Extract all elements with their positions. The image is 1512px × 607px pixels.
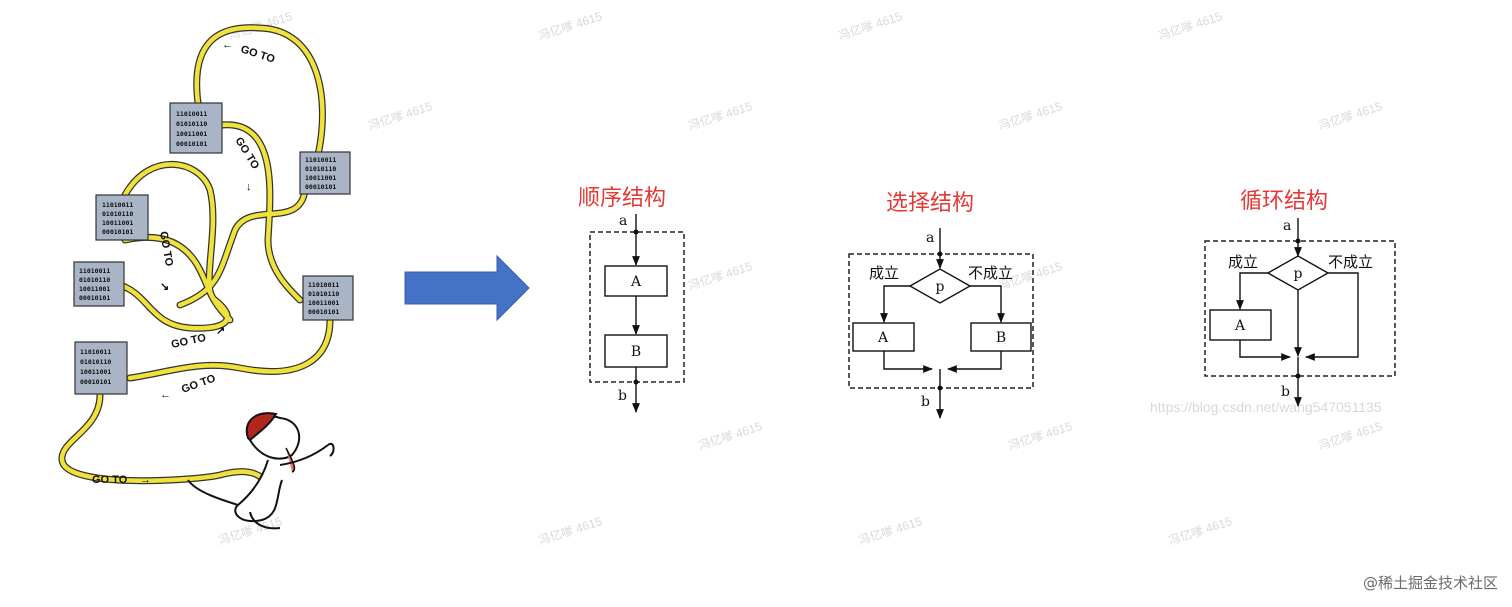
true-branch-label: 成立 (1228, 253, 1258, 271)
goto-label: GO TO (157, 230, 175, 267)
exit-label-b: b (1281, 384, 1290, 400)
binary-line: 10011001 (80, 368, 111, 376)
binary-line: 10011001 (176, 130, 207, 138)
goto-arrow-icon: ↓ (246, 181, 252, 193)
selection-title: 选择结构 (886, 191, 974, 216)
true-branch-label: 成立 (869, 264, 899, 282)
binary-line: 11010011 (176, 110, 207, 118)
watermark: 冯亿嗲 4615 (696, 418, 764, 453)
goto-arrow-icon: ← (160, 389, 171, 401)
box-b-label: B (631, 344, 641, 360)
goto-arrow-icon: ← (222, 39, 233, 51)
binary-chip: 11010011 01010110 10011001 00010101 (95, 194, 149, 241)
entry-label-a: a (619, 213, 627, 229)
running-programmer-icon (187, 412, 335, 530)
watermark: 冯亿嗲 4615 (1006, 418, 1074, 453)
goto-arrow-icon: → (140, 474, 151, 486)
watermark-layer: 冯亿嗲 4615 冯亿嗲 4615 冯亿嗲 4615 冯亿嗲 4615 冯亿嗲 … (216, 8, 1384, 548)
watermark: 冯亿嗲 4615 (1166, 513, 1234, 548)
selection-structure-diagram: 选择结构 a p 成立 不成立 A B b (848, 191, 1034, 419)
entry-label-a: a (1283, 218, 1291, 234)
watermark: 冯亿嗲 4615 (536, 513, 604, 548)
binary-line: 00010101 (80, 378, 111, 386)
sequence-structure-diagram: 顺序结构 a A B b (578, 186, 685, 413)
box-a-label: A (877, 330, 889, 346)
watermark-url: https://blog.csdn.net/wang547051135 (1150, 399, 1382, 415)
goto-label: GO TO (92, 474, 128, 486)
binary-chip: 11010011 01010110 10011001 00010101 (302, 275, 354, 321)
watermark: 冯亿嗲 4615 (686, 258, 754, 293)
cables (59, 25, 333, 503)
binary-chip: 11010011 01010110 10011001 00010101 (299, 151, 351, 195)
false-branch-label: 不成立 (1328, 253, 1373, 271)
entry-label-a: a (926, 230, 934, 246)
false-branch-label: 不成立 (968, 264, 1013, 282)
binary-line: 10011001 (305, 174, 336, 182)
binary-line: 10011001 (79, 285, 110, 293)
process-box-a (1209, 309, 1272, 341)
binary-line: 00010101 (305, 183, 336, 191)
watermark: 冯亿嗲 4615 (1156, 8, 1224, 43)
binary-line: 10011001 (102, 219, 133, 227)
binary-chip: 11010011 01010110 10011001 00010101 (74, 341, 128, 395)
process-box-a (852, 322, 915, 352)
exit-label-b: b (921, 394, 930, 410)
process-box-b (970, 322, 1032, 352)
loop-title: 循环结构 (1240, 189, 1328, 214)
sequence-title: 顺序结构 (578, 186, 666, 211)
binary-line: 00010101 (79, 294, 110, 302)
goto-label: GO TO (180, 372, 218, 395)
goto-label: GO TO (170, 332, 207, 351)
binary-line: 11010011 (80, 348, 111, 356)
loop-structure-diagram: 循环结构 a p 成立 不成立 A b (1204, 189, 1396, 407)
binary-line: 01010110 (176, 120, 207, 128)
watermark: 冯亿嗲 4615 (1316, 98, 1384, 133)
watermark: 冯亿嗲 4615 (366, 98, 434, 133)
binary-line: 01010110 (305, 165, 336, 173)
binary-line: 01010110 (80, 358, 111, 366)
watermark: 冯亿嗲 4615 (1316, 418, 1384, 453)
binary-chip: 11010011 01010110 10011001 00010101 (169, 102, 223, 154)
condition-label-p: p (936, 279, 945, 295)
site-watermark: @稀土掘金技术社区 (1362, 574, 1498, 592)
binary-line: 00010101 (176, 140, 207, 148)
goto-label: GO TO (239, 43, 277, 65)
binary-line: 00010101 (102, 228, 133, 236)
binary-line: 11010011 (305, 156, 336, 164)
exit-label-b: b (618, 388, 627, 404)
binary-line: 11010011 (308, 281, 339, 289)
watermark: 冯亿嗲 4615 (836, 8, 904, 43)
box-a-label: A (1234, 318, 1246, 334)
binary-line: 01010110 (308, 290, 339, 298)
transform-arrow-icon (404, 254, 530, 322)
watermark: 冯亿嗲 4615 (996, 98, 1064, 133)
binary-line: 11010011 (79, 267, 110, 275)
box-a-label: A (630, 274, 642, 290)
watermark: 冯亿嗲 4615 (686, 98, 754, 133)
binary-line: 01010110 (79, 276, 110, 284)
spaghetti-code-illustration: 11010011 01010110 10011001 00010101 1101… (58, 24, 354, 530)
process-box-b (604, 334, 668, 368)
condition-label-p: p (1294, 266, 1303, 282)
binary-line: 10011001 (308, 299, 339, 307)
binary-chip: 11010011 01010110 10011001 00010101 (73, 261, 125, 307)
binary-line: 11010011 (102, 201, 133, 209)
binary-line: 01010110 (102, 210, 133, 218)
watermark: 冯亿嗲 4615 (856, 513, 924, 548)
goto-arrow-icon: ↗ (216, 325, 225, 337)
goto-arrow-icon: ↘ (160, 281, 169, 293)
watermark: 冯亿嗲 4615 (536, 8, 604, 43)
box-b-label: B (996, 330, 1006, 346)
binary-line: 00010101 (308, 308, 339, 316)
